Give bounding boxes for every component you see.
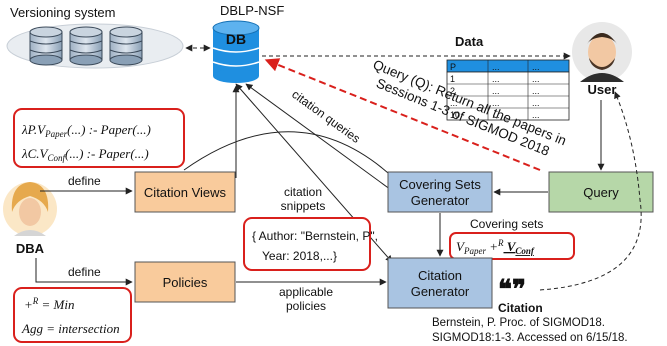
versioning-system-label: Versioning system	[10, 5, 116, 20]
views-to-covering-arrow	[183, 131, 399, 183]
table-cell: ...	[492, 98, 500, 108]
define-views-label: define	[68, 174, 101, 188]
citation-generator-label-1: Citation	[418, 268, 462, 283]
define-policies-label: define	[68, 265, 101, 279]
db-label: DB	[226, 31, 246, 47]
table-cell: ...	[532, 62, 540, 72]
table-cell: ...	[532, 74, 540, 84]
table-cell: ...	[492, 110, 500, 120]
quote-icon: ❝❞	[498, 274, 526, 304]
citation-text-line2: SIGMOD18:1-3. Accessed on 6/15/18.	[432, 332, 628, 344]
snippet-line1: { Author: "Bernstein, P",	[252, 229, 378, 243]
view-def-line2: λC.VConf(...) :- Paper(...)	[21, 146, 149, 163]
table-cell: 10	[450, 110, 460, 120]
view-definitions-box	[13, 108, 185, 168]
table-cell: P	[450, 62, 456, 72]
citation-generator-box	[387, 257, 493, 309]
table-cell: ...	[532, 86, 540, 96]
policy-def-line1: +R = Min	[24, 296, 75, 312]
citation-generator-label-2: Generator	[411, 284, 470, 299]
applicable-policies-label-1: applicable	[279, 285, 333, 299]
citation-views-box	[134, 171, 236, 213]
applicable-policies-label-2: policies	[286, 299, 326, 313]
user-avatar-icon	[572, 22, 632, 82]
table-cell: ...	[492, 86, 500, 96]
db-cylinder-icon	[212, 20, 260, 83]
covering-sets-label: Covering sets	[470, 217, 543, 231]
query-box	[548, 171, 654, 213]
citation-snippets-label-2: snippets	[281, 199, 326, 213]
citation-snippets-label-1: citation	[284, 185, 322, 199]
policy-def-line2: Agg = intersection	[21, 321, 120, 336]
table-cell: ...	[492, 74, 500, 84]
citation-views-label: Citation Views	[144, 185, 227, 200]
dba-label: DBA	[16, 241, 45, 256]
define-policies-arrow	[35, 258, 133, 286]
snippet-line2: Year: 2018,...}	[262, 249, 337, 263]
table-cell: ...	[532, 98, 540, 108]
covering-sets-generator-label-2: Generator	[411, 193, 470, 208]
citation-to-user-link	[539, 91, 642, 291]
policies-label: Policies	[163, 275, 208, 290]
table-cell: ...	[532, 110, 540, 120]
table-cell: ...	[492, 62, 500, 72]
table-cell: 1	[450, 74, 455, 84]
citation-text-line1: Bernstein, P. Proc. of SIGMOD18.	[432, 317, 605, 329]
db-name-label: DBLP-NSF	[220, 3, 284, 18]
database-icon	[69, 26, 103, 66]
data-label: Data	[455, 34, 484, 49]
database-icon	[109, 26, 143, 66]
database-icon	[29, 26, 63, 66]
data-table: P ... ... 1 ... ... 2 ... ... ... ... ..…	[446, 59, 570, 121]
citation-queries-arrow	[245, 83, 399, 196]
user-label: User	[588, 82, 617, 97]
query-to-db-arrow	[264, 58, 541, 171]
covering-set-expression: VPaper +R VConf	[456, 238, 535, 256]
view-def-line1: λP.VPaper(...) :- Paper(...)	[21, 122, 151, 139]
policies-box	[134, 261, 236, 303]
citation-label: Citation	[498, 301, 543, 315]
table-cell: 2	[450, 86, 455, 96]
query-label: Query	[583, 185, 619, 200]
snippet-box	[243, 217, 371, 271]
policy-definitions-box	[13, 287, 132, 343]
covering-sets-generator-label-1: Covering Sets	[399, 177, 481, 192]
table-cell: ...	[450, 98, 458, 108]
versioning-cloud-icon	[6, 23, 184, 69]
covering-set-box	[449, 232, 575, 260]
covering-sets-generator-box	[387, 171, 493, 213]
dba-avatar-icon	[3, 182, 57, 236]
